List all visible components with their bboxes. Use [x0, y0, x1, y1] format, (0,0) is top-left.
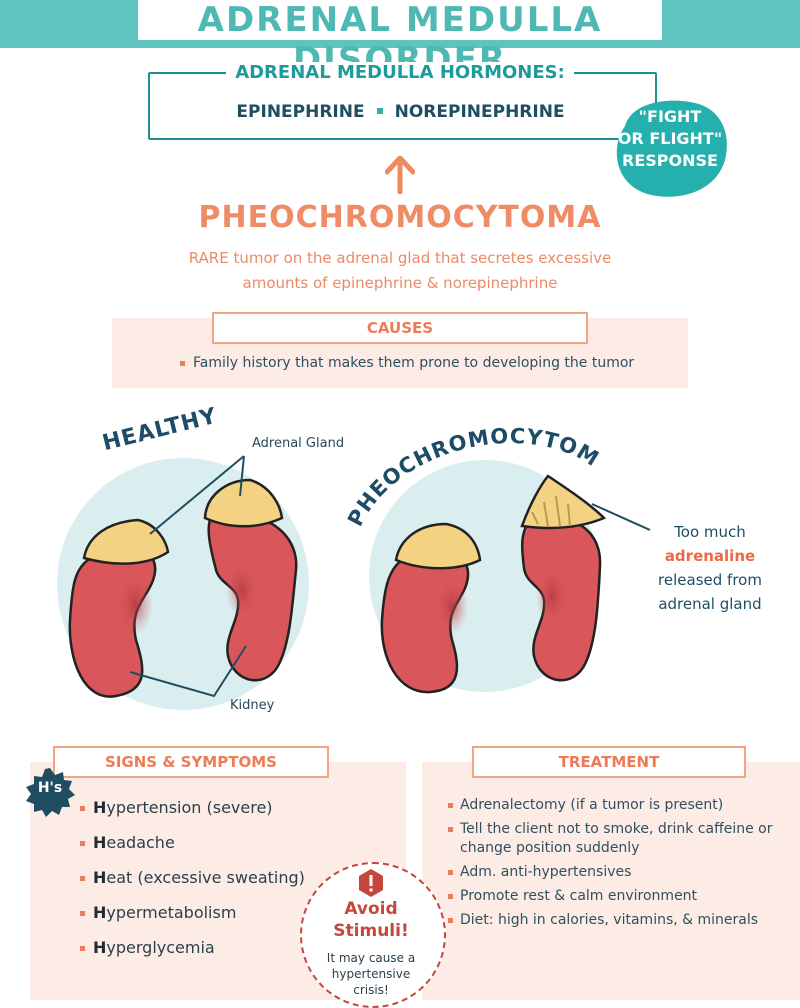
bullet-square: [448, 918, 453, 923]
treatment-item: Tell the client not to smoke, drink caff…: [448, 820, 778, 858]
badge-line: OR FLIGHT": [617, 129, 723, 148]
symptom-initial: H: [93, 938, 107, 957]
treatment-item: Promote rest & calm environment: [448, 887, 778, 906]
bullet-square: [448, 803, 453, 808]
description-line: RARE tumor on the adrenal glad that secr…: [188, 249, 612, 267]
causes-heading: CAUSES: [212, 312, 588, 344]
callout-line: Too much: [674, 523, 746, 541]
badge-line: RESPONSE: [622, 151, 718, 170]
symptom-text: ypermetabolism: [106, 903, 237, 922]
badge-line: "FIGHT: [638, 107, 702, 126]
symptom-initial: H: [93, 833, 107, 852]
symptom-text: eat (excessive sweating): [106, 868, 305, 887]
warning-note-line: hypertensive: [331, 967, 411, 981]
avoid-stimuli-note: It may cause a hypertensive crisis!: [312, 950, 430, 998]
symptom-item: Headache: [80, 833, 305, 868]
symptom-item: Hypermetabolism: [80, 903, 305, 938]
bullet-square: [448, 827, 453, 832]
causes-item: Family history that makes them prone to …: [180, 355, 634, 371]
bullet-square: [448, 870, 453, 875]
treatment-panel: [422, 762, 800, 1000]
causes-item-text: Family history that makes them prone to …: [193, 355, 635, 371]
description-line: amounts of epinephrine & norepinephrine: [242, 274, 558, 292]
symptom-initial: H: [93, 903, 107, 922]
hs-badge-text: H's: [37, 780, 63, 796]
callout-line: released from: [658, 571, 762, 589]
treatment-item: Diet: high in calories, vitamins, & mine…: [448, 911, 778, 930]
avoid-stimuli-title: Avoid Stimuli!: [300, 898, 442, 942]
warning-title-line: Avoid: [344, 899, 398, 919]
treatment-text: Promote rest & calm environment: [460, 888, 698, 904]
bullet-square: [80, 946, 85, 951]
treatment-text: Adrenalectomy (if a tumor is present): [460, 797, 724, 813]
warning-icon: [359, 869, 383, 897]
hormone-norepinephrine: NOREPINEPHRINE: [394, 102, 565, 122]
treatment-heading: TREATMENT: [472, 746, 746, 778]
treatment-text: Tell the client not to smoke, drink caff…: [460, 821, 773, 856]
symptom-text: ypertension (severe): [106, 798, 273, 817]
healthy-adrenal-left: [82, 518, 170, 565]
treatment-item: Adrenalectomy (if a tumor is present): [448, 796, 778, 815]
treatment-text: Diet: high in calories, vitamins, & mine…: [460, 912, 759, 928]
pheo-adrenal-left: [394, 522, 482, 570]
hormones-title: ADRENAL MEDULLA HORMONES:: [226, 62, 574, 84]
treatment-list: Adrenalectomy (if a tumor is present) Te…: [448, 796, 778, 935]
condition-name: PHEOCHROMOCYTOMA: [198, 200, 602, 235]
bullet-square: [80, 806, 85, 811]
fight-or-flight-text: "FIGHT OR FLIGHT" RESPONSE: [611, 106, 729, 172]
bullet-square: [448, 894, 453, 899]
callout-line: adrenal gland: [658, 595, 762, 613]
tumor-callout: Too much adrenaline released from adrena…: [650, 520, 770, 616]
header-title-box: ADRENAL MEDULLA DISORDER: [138, 0, 662, 80]
warning-title-line: Stimuli!: [333, 921, 409, 941]
symptom-item: Heat (excessive sweating): [80, 868, 305, 903]
pheo-adrenal-tumor: [520, 474, 607, 530]
symptom-item: Hyperglycemia: [80, 938, 305, 973]
warning-note-line: crisis!: [353, 983, 389, 997]
symptoms-heading: SIGNS & SYMPTOMS: [53, 746, 329, 778]
separator-dot: [376, 107, 383, 114]
symptoms-list: Hypertension (severe) Headache Heat (exc…: [80, 798, 305, 973]
symptom-text: eadache: [106, 833, 175, 852]
kidney-diagram: PHEOCHROMOCYTOMA: [0, 400, 651, 710]
bullet-square: [80, 876, 85, 881]
condition-description: RARE tumor on the adrenal glad that secr…: [150, 246, 650, 296]
bullet-square: [80, 911, 85, 916]
arrow-up-icon: [385, 156, 415, 194]
callout-line-highlight: adrenaline: [664, 547, 756, 565]
hormone-epinephrine: EPINEPHRINE: [236, 102, 365, 122]
hs-badge: [26, 768, 75, 817]
symptom-text: yperglycemia: [106, 938, 215, 957]
hormones-list: EPINEPHRINE NOREPINEPHRINE: [148, 102, 653, 122]
bullet-square: [80, 841, 85, 846]
fight-or-flight-badge: [616, 100, 727, 197]
treatment-text: Adm. anti-hypertensives: [460, 864, 632, 880]
treatment-item: Adm. anti-hypertensives: [448, 863, 778, 882]
symptom-item: Hypertension (severe): [80, 798, 305, 833]
healthy-adrenal-right: [203, 478, 284, 528]
warning-note-line: It may cause a: [326, 951, 416, 965]
symptom-initial: H: [93, 798, 107, 817]
adrenal-gland-label: Adrenal Gland: [252, 436, 345, 451]
bullet-square: [180, 360, 185, 366]
kidney-label: Kidney: [230, 698, 275, 713]
symptom-initial: H: [93, 868, 107, 887]
